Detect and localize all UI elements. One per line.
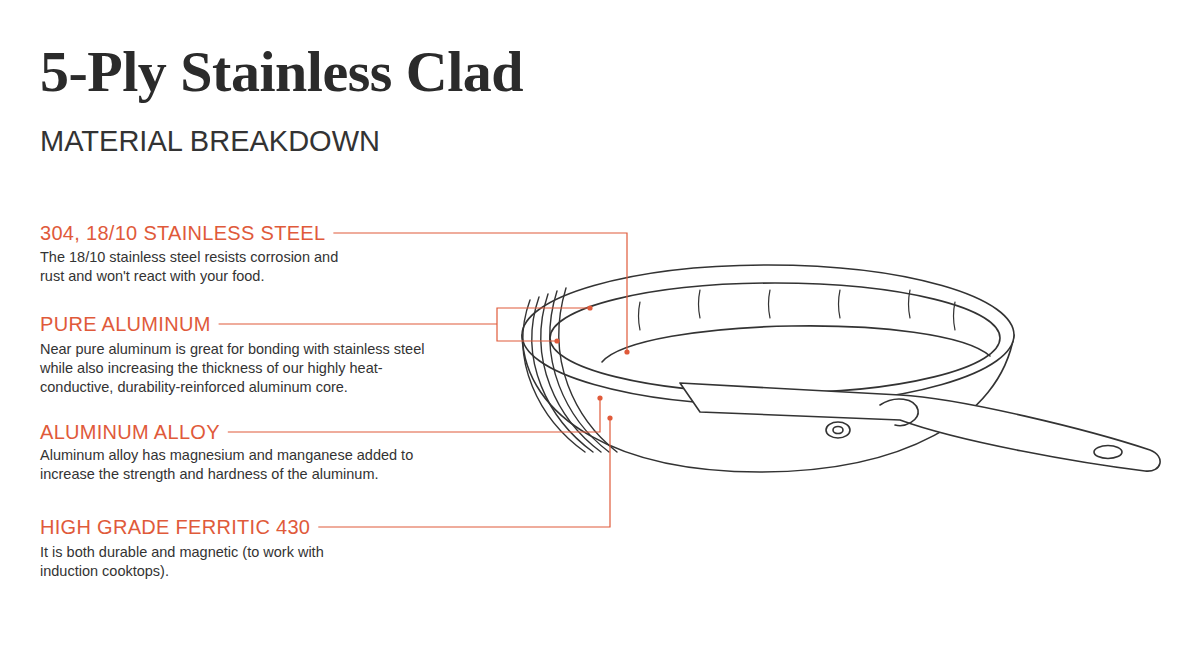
material-description: Near pure aluminum is great for bonding …: [40, 340, 445, 397]
material-heading: 304, 18/10 STAINLESS STEEL: [40, 221, 325, 245]
leader-dot: [587, 305, 592, 310]
subtitle: MATERIAL BREAKDOWN: [40, 126, 380, 158]
material-heading: HIGH GRADE FERRITIC 430: [40, 515, 310, 539]
pan-inner-rim: [550, 283, 1000, 393]
clad-layer: [559, 288, 617, 452]
rivet-stem: [880, 399, 918, 426]
pan-handle: [680, 383, 1160, 471]
rivet: [833, 427, 843, 434]
pan-rim: [522, 265, 1014, 405]
leader-dot: [554, 338, 559, 343]
handle-hole: [1094, 446, 1122, 459]
material-heading: ALUMINUM ALLOY: [40, 420, 220, 444]
wall-mark: [769, 290, 771, 318]
wall-mark: [839, 290, 841, 318]
leader-line: [219, 323, 497, 324]
leader-line: [228, 398, 600, 432]
material-description: Aluminum alloy has magnesium and mangane…: [40, 446, 455, 484]
material-heading: PURE ALUMINUM: [40, 312, 211, 336]
material-description: The 18/10 stainless steel resists corros…: [40, 248, 345, 286]
wall-mark: [699, 290, 701, 318]
diagram-title: 5-Ply Stainless Clad: [40, 40, 523, 104]
rivet: [826, 422, 850, 438]
leader-dot: [597, 395, 602, 400]
leader-dot: [607, 415, 612, 420]
pan-floor-edge: [602, 326, 990, 362]
leader-bracket: [497, 308, 590, 341]
wall-mark: [909, 290, 911, 318]
material-description: It is both durable and magnetic (to work…: [40, 543, 340, 581]
wall-mark: [639, 302, 641, 330]
leader-dot: [624, 349, 629, 354]
wall-mark: [954, 302, 956, 330]
leader-line: [333, 233, 627, 352]
